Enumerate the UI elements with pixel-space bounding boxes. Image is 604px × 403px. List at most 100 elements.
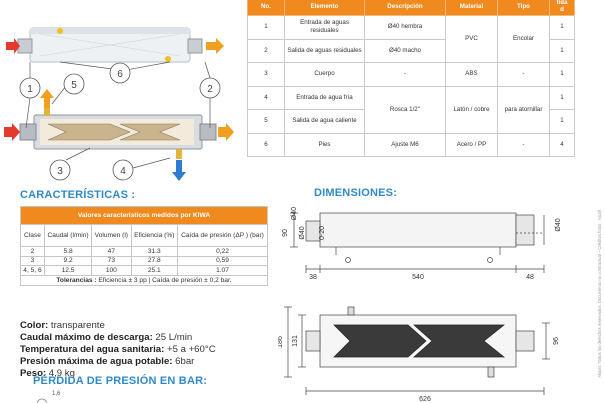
cell-material-pvc: PVC: [445, 15, 498, 63]
dim-0-20: 0-20: [319, 226, 326, 240]
spec-presion: Presión máxima de agua potable: 6bar: [20, 356, 280, 368]
cell-cantidad: 1: [549, 62, 575, 87]
cell-no: 5: [247, 109, 285, 134]
spec-label: Presión máxima de agua potable:: [20, 356, 173, 367]
callout-6-label: 6: [117, 69, 123, 80]
spec-value: transparente: [48, 320, 105, 331]
kiwa-cell: 3: [20, 255, 45, 266]
kiwa-cell: 5.8: [43, 246, 93, 257]
col-elemento: Elemento: [284, 0, 365, 16]
cell-elemento: Entrada de agua fría: [284, 85, 365, 110]
cell-no: 2: [247, 38, 285, 63]
kiwa-cell: 0,22: [176, 246, 269, 257]
cell-cantidad: 1: [549, 109, 575, 134]
cell-elemento: Salida de agua caliente: [284, 109, 365, 134]
table-row: 1 Entrada de aguas residuales Ø40 hembra…: [247, 15, 575, 63]
cell-no: 4: [247, 85, 285, 110]
kiwa-col-clase: Clase: [20, 224, 45, 247]
cell-elemento: Pies: [284, 132, 365, 157]
cell-elemento: Salida de aguas residuales: [284, 38, 365, 63]
kiwa-col-caida: Caída de presión (ΔP ) (bar): [176, 224, 269, 247]
col-cantidad-line2: d: [560, 6, 564, 13]
cell-cantidad: 1: [549, 38, 575, 63]
col-tipo: Tipo: [497, 0, 550, 16]
col-cantidad: tida d: [549, 0, 575, 16]
kiwa-cell: 27.8: [130, 255, 178, 266]
spec-peso: Peso: 4,9 kg: [20, 368, 280, 380]
cell-cantidad: 1: [549, 15, 575, 40]
cell-tipo: -: [497, 132, 550, 157]
callout-5: [63, 73, 85, 95]
perdida-y-tick: 1,6: [52, 391, 61, 397]
arrow-in-bottom-icon: [4, 123, 20, 141]
dim-90: 90: [282, 229, 289, 237]
kiwa-cell: 1.07: [176, 265, 269, 276]
kiwa-col-eficiencia: Eficiencia (%): [130, 224, 178, 247]
callout-leaders: [25, 61, 211, 169]
dim-d40-right: Ø40: [555, 218, 562, 231]
kiwa-cell: 9.2: [43, 255, 93, 266]
callout-1: [19, 77, 41, 99]
callout-3-label: 3: [57, 166, 63, 177]
kiwa-cell: 31.3: [130, 246, 178, 257]
table-row: 4 Entrada de agua fría Rosca 1/2'' Latón…: [247, 85, 575, 134]
spec-label: Peso:: [20, 368, 47, 379]
kiwa-cell: 25.1: [130, 265, 178, 276]
dim-38: 38: [309, 274, 317, 281]
kiwa-cell: 47: [91, 246, 132, 257]
dim-131: 131: [292, 335, 299, 347]
kiwa-cell: 4, 5, 6: [20, 265, 45, 276]
table-row: 6 Pies Ajuste M6 Acero / PP - 4: [247, 132, 575, 157]
spec-caudal: Caudal máximo de descarga: 25 L/min: [20, 332, 280, 344]
cell-descripcion-rosca: Rosca 1/2'': [364, 85, 446, 134]
kiwa-table-title: Valores característicos medidos por KIWA: [20, 206, 268, 225]
col-cantidad-line1: tida: [556, 0, 568, 6]
product-diagram: 1 2 3 4 5 6: [4, 27, 234, 181]
kiwa-cell: 12.5: [43, 265, 93, 276]
callout-2-label: 2: [207, 84, 213, 95]
table-row: 2 Salida de aguas residuales Ø40 macho 1: [247, 38, 575, 63]
spec-value: +5 a +60°C: [164, 344, 216, 355]
dim-540: 540: [412, 274, 424, 281]
hot-water-arrow-icon: [40, 89, 54, 108]
cell-tipo-encolar: Encolar: [497, 15, 550, 63]
cell-elemento: Entrada de aguas residuales: [284, 15, 365, 40]
cold-water-arrow-icon: [172, 160, 186, 181]
spec-label: Temperatura del agua sanitaria:: [20, 344, 165, 355]
dim-d40-left: Ø40: [299, 226, 306, 239]
spec-list: Color: transparente Caudal máximo de des…: [20, 320, 280, 380]
spec-color: Color: transparente: [20, 320, 280, 332]
exterior-unit-image: [17, 27, 203, 63]
dimension-drawing: Ø40 90 Ø40 0-20 Ø40 38 540 48 186 131 96…: [278, 207, 562, 403]
caracteristicas-title: CARACTERÍSTICAS :: [20, 189, 136, 201]
dim-48: 48: [526, 274, 534, 281]
kiwa-cell: 0,59: [176, 255, 269, 266]
kiwa-col-volumen: Volumen (l): [91, 224, 132, 247]
dim-186: 186: [278, 336, 284, 348]
cell-descripcion: Ø40 macho: [364, 38, 446, 63]
arrow-in-top-icon: [6, 38, 20, 54]
table-row: 2 5.8 47 31.3 0,22: [20, 246, 269, 257]
cell-no: 3: [247, 62, 285, 87]
dim-626: 626: [419, 396, 431, 403]
cell-descripcion: Ajuste M6: [364, 132, 446, 157]
cell-tipo-atornillar: para atornillar: [497, 85, 550, 134]
spec-label: Color:: [20, 320, 49, 331]
callout-3: [49, 159, 71, 181]
cell-no: 6: [247, 132, 285, 157]
spec-value: 25 L/min: [152, 332, 193, 343]
spec-label: Caudal máximo de descarga:: [20, 332, 153, 343]
table-row: 4, 5, 6 12.5 100 25.1 1.07: [20, 265, 269, 276]
arrow-out-top-icon: [206, 38, 224, 54]
kiwa-table: Valores característicos medidos por KIWA…: [20, 206, 269, 286]
side-view-body: [319, 212, 517, 248]
callout-1-label: 1: [27, 84, 33, 95]
cell-descripcion: Ø40 hembra: [364, 15, 446, 40]
cell-cantidad: 1: [549, 85, 575, 110]
spec-value: 4,9 kg: [46, 368, 75, 379]
kiwa-cell: 2: [20, 246, 45, 257]
dimensiones-title: DIMENSIONES:: [314, 187, 398, 199]
tolerancias-text: Eficiencia ± 3 pp | Caída de presión ± 0…: [96, 276, 232, 284]
cell-tipo: -: [497, 62, 550, 87]
copyright-note: Aliaxis. Todos los derechos reservados. …: [597, 210, 602, 378]
